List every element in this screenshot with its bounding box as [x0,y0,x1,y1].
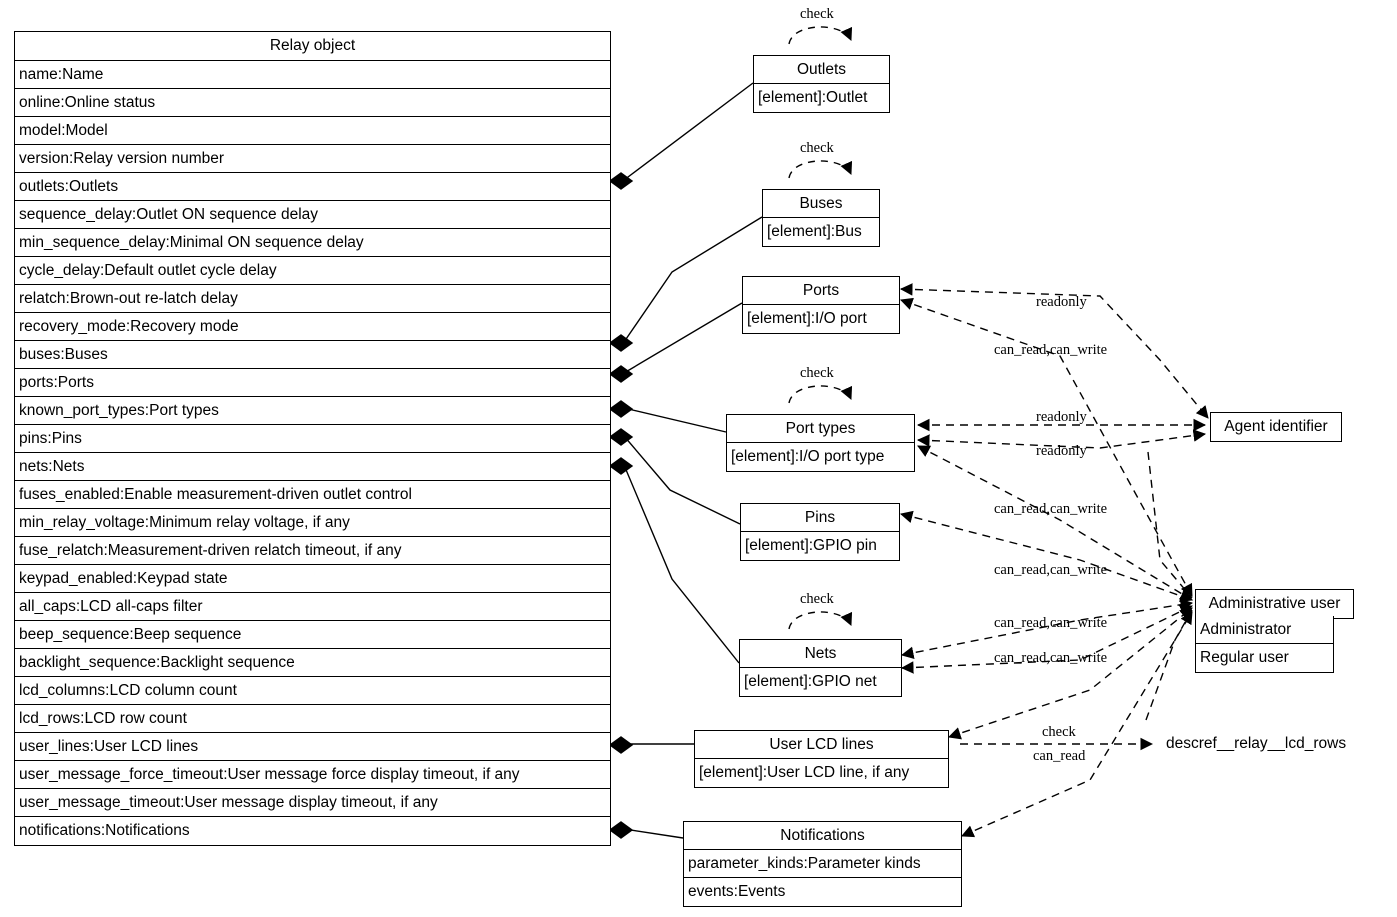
edge-relay-pins [623,435,741,525]
attribute-row[interactable]: sequence_delay:Outlet ON sequence delay [15,201,610,229]
class-box-user-lcd-lines[interactable]: User LCD lines [element]:User LCD line, … [694,730,949,788]
class-title-nets: Nets [740,640,901,668]
edge-label-porttypes-readonly-2: readonly [1036,443,1087,459]
descref-label: descref__relay__lcd_rows [1166,735,1347,752]
edge-label-ports-readonly: readonly [1036,294,1087,310]
class-title-user-lcd-lines: User LCD lines [695,731,948,759]
class-title-outlets: Outlets [754,56,889,84]
class-box-outlets[interactable]: Outlets [element]:Outlet [753,55,890,113]
class-title-buses: Buses [763,190,879,218]
edge-relay-notifications [623,828,684,839]
attribute-row[interactable]: known_port_types:Port types [15,397,610,425]
edge-relay-porttypes [623,407,727,433]
edge-crossing-helper-1 [1147,451,1193,599]
composition-diamond-ports [608,365,634,383]
class-title-port-types: Port types [727,415,914,443]
role-row-regular-user[interactable]: Regular user [1200,649,1289,666]
attribute-row[interactable]: user_message_timeout:User message displa… [15,789,610,817]
class-title-administrative-user: Administrative user [1208,595,1341,612]
edge-label-pins-canrw: can_read,can_write [994,562,1108,578]
class-box-relay-object[interactable]: Relay object name:Name online:Online sta… [14,31,611,846]
attribute-row[interactable]: events:Events [688,883,786,900]
attribute-row[interactable]: parameter_kinds:Parameter kinds [684,850,961,878]
attribute-row[interactable]: min_sequence_delay:Minimal ON sequence d… [15,229,610,257]
edge-label-check-porttypes: check [800,365,834,381]
attribute-row[interactable]: [element]:I/O port [747,310,867,327]
attribute-row[interactable]: backlight_sequence:Backlight sequence [15,649,610,677]
composition-diamond-notifications [608,821,634,839]
composition-diamond-nets [608,457,634,475]
edge-label-porttypes-canrw: can_read,can_write [994,501,1108,517]
composition-diamond-userlines [608,736,634,754]
attribute-row[interactable]: [element]:User LCD line, if any [699,764,910,781]
edge-check-nets [788,611,853,630]
attribute-row[interactable]: keypad_enabled:Keypad state [15,565,610,593]
edge-relay-ports [623,302,743,374]
edge-label-nets-canrw-2: can_read,can_write [994,650,1108,666]
attribute-row[interactable]: all_caps:LCD all-caps filter [15,593,610,621]
attribute-row[interactable]: [element]:GPIO net [744,673,877,690]
edge-pins-admin-canrw [899,510,1193,603]
attribute-row[interactable]: [element]:Bus [767,223,862,240]
class-box-notifications[interactable]: Notifications parameter_kinds:Parameter … [683,821,962,907]
attribute-row[interactable]: pins:Pins [15,425,610,453]
attribute-row[interactable]: fuses_enabled:Enable measurement-driven … [15,481,610,509]
edge-label-ports-canrw: can_read,can_write [994,342,1108,358]
edge-relay-nets [623,464,740,664]
attribute-row[interactable]: online:Online status [15,89,610,117]
edge-relay-outlets [623,82,754,181]
attribute-row[interactable]: relatch:Brown-out re-latch delay [15,285,610,313]
edge-label-check-outlets: check [800,6,834,22]
attribute-row[interactable]: [element]:Outlet [758,89,868,106]
attribute-row[interactable]: lcd_rows:LCD row count [15,705,610,733]
attribute-row[interactable]: fuse_relatch:Measurement-driven relatch … [15,537,610,565]
composition-diamond-porttypes [608,400,634,418]
edge-check-porttypes [788,385,853,404]
edge-label-check-buses: check [800,140,834,156]
attribute-row[interactable]: version:Relay version number [15,145,610,173]
edge-notifications-admin-canread [961,611,1193,838]
edge-label-check-nets: check [800,591,834,607]
attribute-row[interactable]: cycle_delay:Default outlet cycle delay [15,257,610,285]
attribute-row[interactable]: buses:Buses [15,341,610,369]
class-box-ports[interactable]: Ports [element]:I/O port [742,276,900,334]
edge-label-nets-canrw-1: can_read,can_write [994,615,1108,631]
composition-diamond-pins [608,428,634,446]
class-title-agent-identifier: Agent identifier [1224,418,1328,435]
attribute-row[interactable]: outlets:Outlets [15,173,610,201]
class-box-port-types[interactable]: Port types [element]:I/O port type [726,414,915,472]
attribute-row[interactable]: [element]:I/O port type [731,448,885,465]
attribute-row[interactable]: min_relay_voltage:Minimum relay voltage,… [15,509,610,537]
attribute-row[interactable]: ports:Ports [15,369,610,397]
class-title-relay-object: Relay object [15,32,610,61]
attribute-row[interactable]: recovery_mode:Recovery mode [15,313,610,341]
class-box-nets[interactable]: Nets [element]:GPIO net [739,639,902,697]
class-box-buses[interactable]: Buses [element]:Bus [762,189,880,247]
class-title-notifications: Notifications [684,822,961,850]
attribute-row[interactable]: notifications:Notifications [19,822,190,839]
edge-crossing-helper-2 [1145,609,1193,721]
administrative-user-roles[interactable]: Administrator Regular user [1195,616,1334,673]
attribute-row[interactable]: user_lines:User LCD lines [15,733,610,761]
edge-label-porttypes-readonly: readonly [1036,409,1087,425]
attribute-row[interactable]: nets:Nets [15,453,610,481]
attribute-row[interactable]: beep_sequence:Beep sequence [15,621,610,649]
composition-diamond-outlets [608,172,634,190]
class-box-administrative-user[interactable]: Administrative user [1195,589,1354,619]
edge-label-userlines-canread: can_read [1033,748,1086,764]
class-title-ports: Ports [743,277,899,305]
attribute-row[interactable]: model:Model [15,117,610,145]
role-row-administrator[interactable]: Administrator [1196,616,1333,644]
attribute-row[interactable]: [element]:GPIO pin [745,537,877,554]
edge-check-buses [788,160,853,179]
class-box-pins[interactable]: Pins [element]:GPIO pin [740,503,900,561]
class-box-agent-identifier[interactable]: Agent identifier [1210,412,1342,442]
attribute-row[interactable]: name:Name [15,61,610,89]
attribute-row[interactable]: lcd_columns:LCD column count [15,677,610,705]
edge-check-outlets [788,26,853,45]
composition-diamond-buses [608,334,634,352]
class-title-pins: Pins [741,504,899,532]
attribute-row[interactable]: user_message_force_timeout:User message … [15,761,610,789]
edge-label-userlines-check: check [1042,724,1076,740]
